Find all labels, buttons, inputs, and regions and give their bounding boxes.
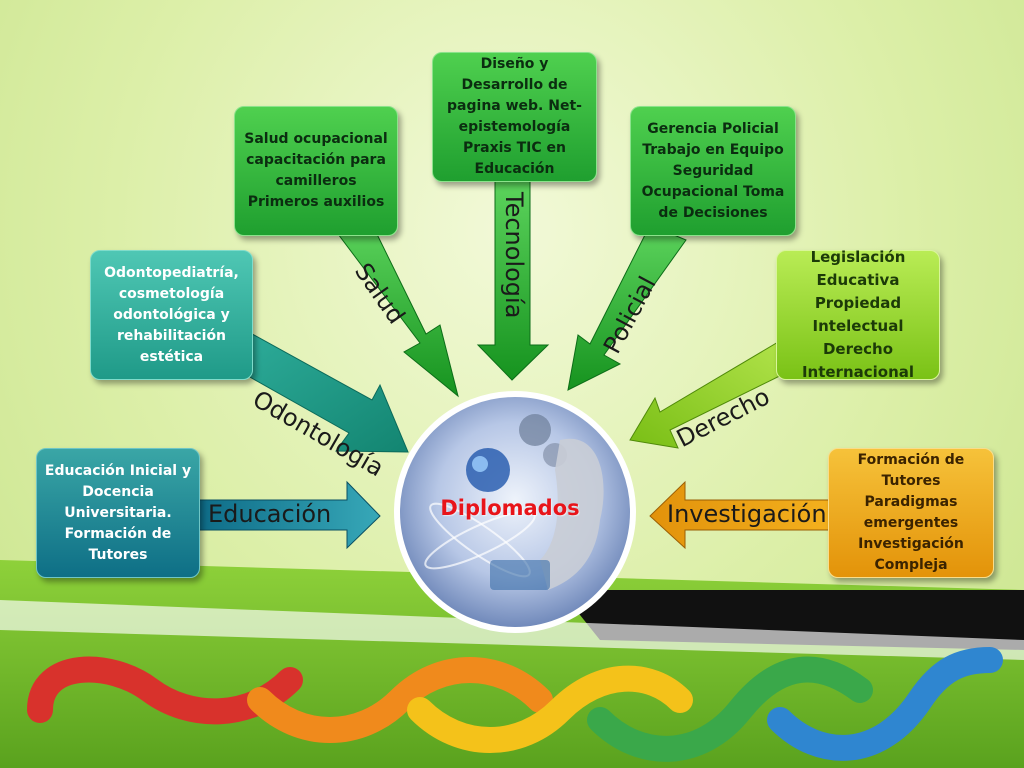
derecho-box: Legislación Educativa Propiedad Intelect… xyxy=(776,248,940,381)
salud-arrow xyxy=(334,219,459,398)
derecho-box-text: Legislación Educativa Propiedad Intelect… xyxy=(801,248,915,381)
policial-box: Gerencia Policial Trabajo en Equipo Segu… xyxy=(630,106,796,236)
tecnologia-arrow xyxy=(476,177,550,381)
educacion-arrow xyxy=(194,480,381,550)
educacion-box: Educación Inicial y Docencia Universitar… xyxy=(36,448,200,578)
tecnologia-box-text: Diseño y Desarrollo de pagina web. Net-e… xyxy=(447,56,582,177)
tecnologia-label: Tecnología xyxy=(500,192,528,319)
center-title: Diplomados xyxy=(440,496,580,520)
odontologia-box: Odontopediatría, cosmetología odontológi… xyxy=(90,250,253,380)
tecnologia-box: Diseño y Desarrollo de pagina web. Net-e… xyxy=(432,52,597,182)
educacion-box-text: Educación Inicial y Docencia Universitar… xyxy=(44,462,192,563)
science-collage-image xyxy=(424,414,604,590)
policial-box-text: Gerencia Policial Trabajo en Equipo Segu… xyxy=(641,120,785,221)
educacion-label: Educación xyxy=(208,500,332,528)
swirl-arrows-decoration xyxy=(27,647,1003,762)
investigacion-arrow xyxy=(649,480,841,550)
odontologia-box-text: Odontopediatría, cosmetología odontológi… xyxy=(104,264,239,365)
investigacion-box-text: Formación de Tutores Paradigmas emergent… xyxy=(857,452,965,573)
investigacion-label: Investigación xyxy=(667,500,827,528)
policial-arrow xyxy=(567,224,687,391)
investigacion-box: Formación de Tutores Paradigmas emergent… xyxy=(828,448,994,578)
salud-box-text: Salud ocupacional capacitación para cami… xyxy=(244,131,388,210)
salud-box: Salud ocupacional capacitación para cami… xyxy=(234,106,398,236)
